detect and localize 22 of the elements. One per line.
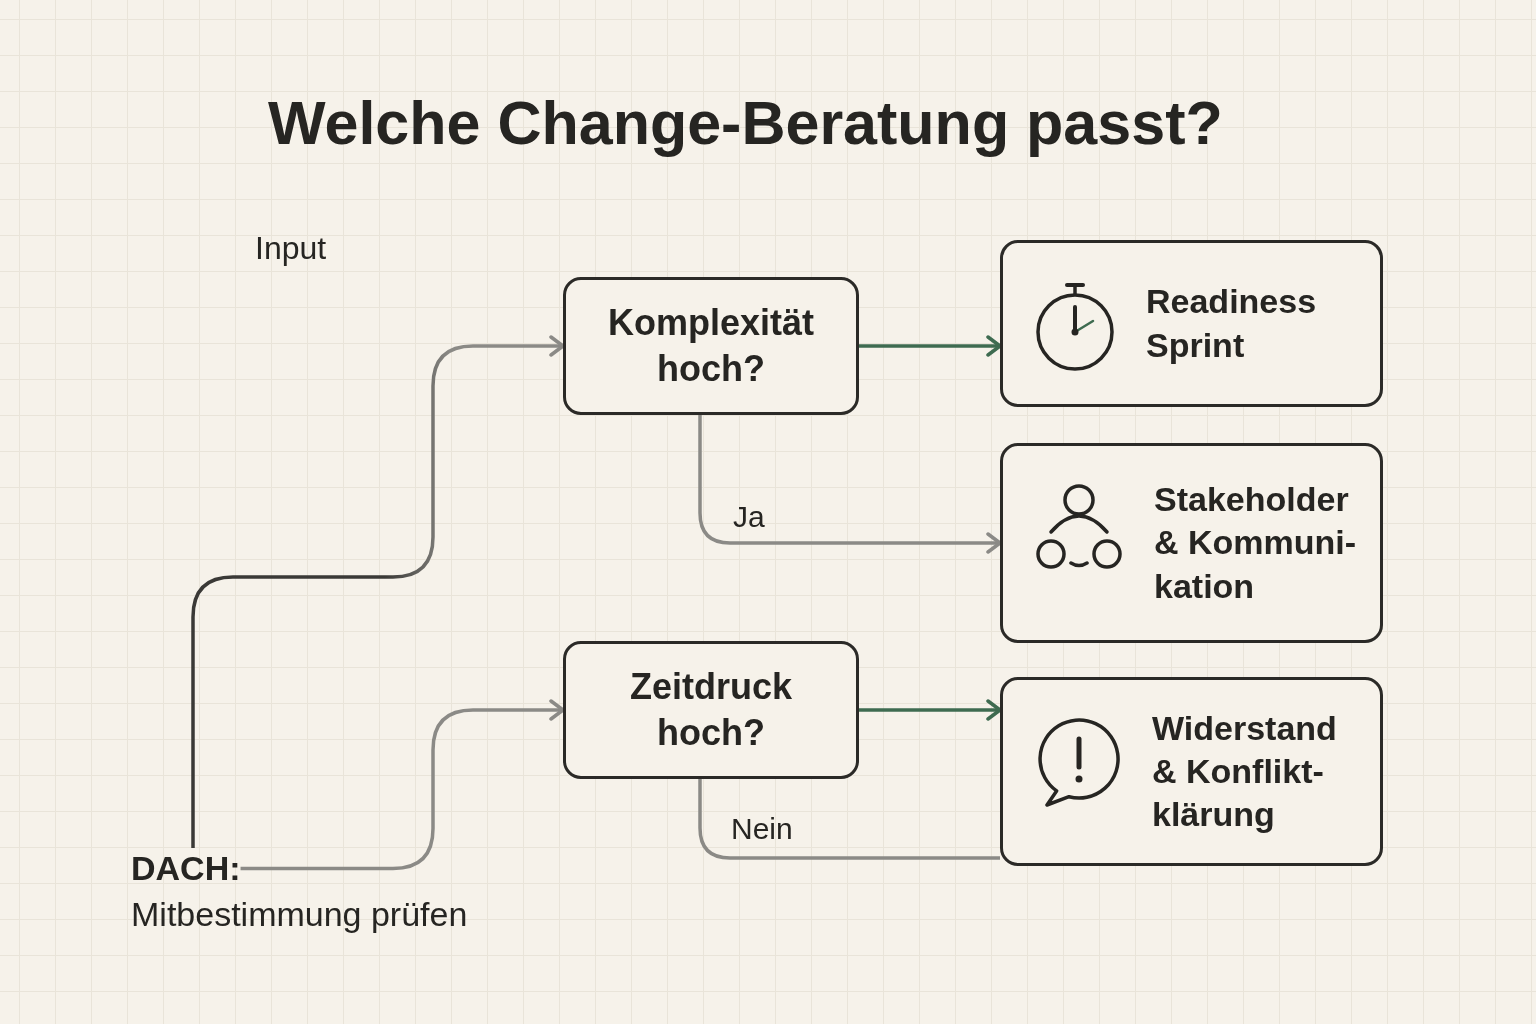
- result-text: Stakeholder & Kommuni- kation: [1154, 479, 1358, 607]
- edge-label: Ja: [733, 500, 765, 535]
- connector-line: [698, 779, 1000, 860]
- note-text: Mitbestimmung prüfen: [131, 894, 468, 935]
- result-box: [1000, 677, 1383, 866]
- question-text: Zeitdruck hoch?: [628, 664, 793, 755]
- edge-label: Nein: [731, 812, 793, 847]
- decision-box: [563, 641, 859, 779]
- result-box: [1000, 443, 1383, 643]
- arrow: [191, 335, 565, 848]
- decision-box: [563, 277, 859, 415]
- section-label: Input: [255, 229, 327, 268]
- result-box: [1000, 240, 1383, 407]
- arrow: [859, 335, 1002, 357]
- arrow: [240, 699, 565, 871]
- result-text: Widerstand & Konflikt- klärung: [1152, 707, 1338, 836]
- result-text: Readiness Sprint: [1146, 281, 1318, 366]
- question-text: Komplexität hoch?: [606, 300, 815, 391]
- arrow: [859, 699, 1002, 721]
- title: Welche Change-Beratung passt?: [268, 90, 1223, 158]
- arrow: [698, 415, 1002, 554]
- heading-text: DACH:: [131, 848, 241, 889]
